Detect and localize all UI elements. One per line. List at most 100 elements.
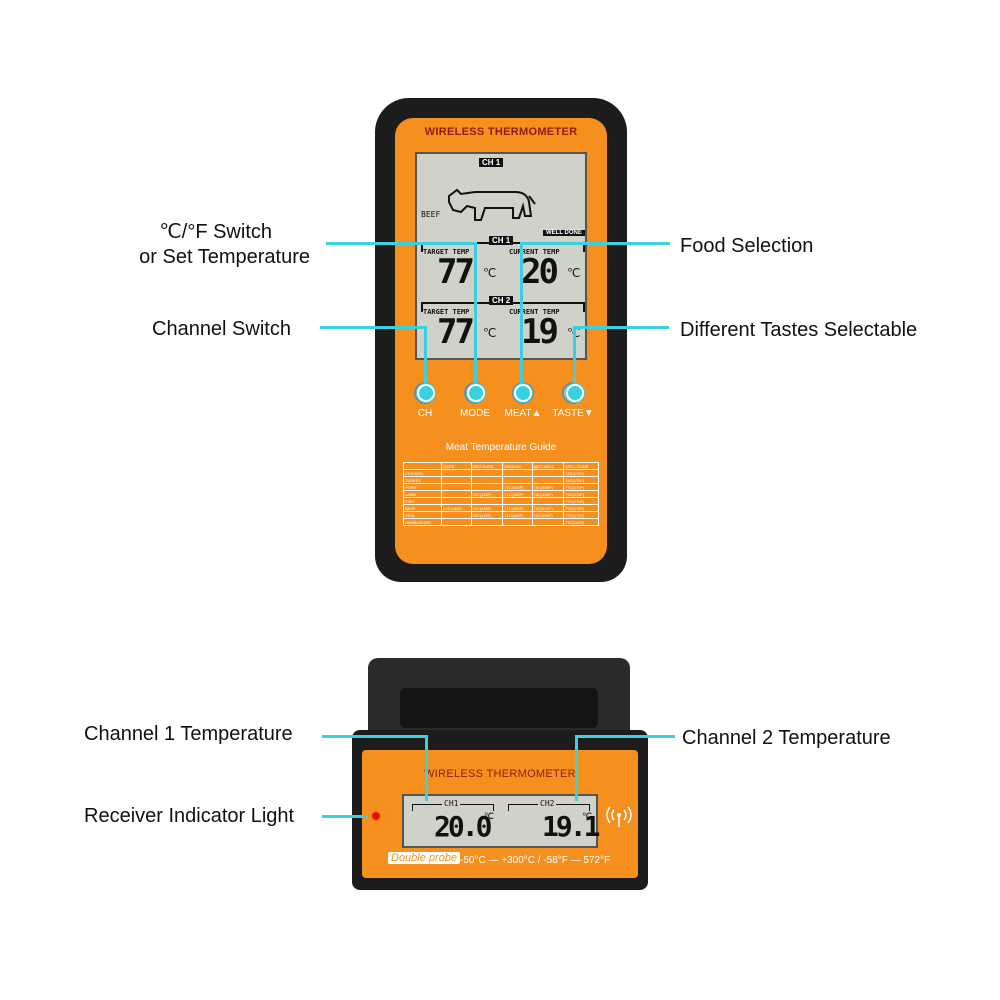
- cf-switch-line-vertical: [474, 242, 477, 390]
- ch2-current-label: CURRENT TEMP: [509, 308, 560, 316]
- receiver-indicator-light-icon: [372, 812, 380, 820]
- guide-cell: 77C(170F): [563, 504, 599, 512]
- channel2-line: [575, 735, 675, 738]
- guide-cell: 77C(170F): [563, 490, 599, 498]
- guide-cell: BEEF: [402, 504, 443, 512]
- guide-row: LAMB 63C(145F)71C(160F)74C(165F)77C(170F): [402, 490, 599, 498]
- guide-cell: [441, 497, 472, 505]
- guide-cell: 71C(160F): [563, 518, 599, 526]
- guide-cell: 74C(165F): [531, 490, 565, 498]
- ch2-target-label: TARGET TEMP: [423, 308, 470, 316]
- receiver-ch1-unit: ℃: [484, 812, 495, 822]
- taste-button-marker: [566, 384, 584, 402]
- receiver-brand: WIRELESS THERMOMETER: [424, 768, 576, 780]
- ch2-target-unit: ℃: [483, 326, 497, 340]
- guide-cell: [502, 497, 533, 505]
- ch2-current-value: 19: [521, 312, 559, 352]
- temperature-range: -50°C — +300°C / -58°F — 572°F: [460, 855, 611, 866]
- channel2-line-vertical: [575, 735, 578, 801]
- device-lcd: CH 1 BEEF WELL DONE CH 1 TARGET TEMP CUR…: [415, 152, 587, 360]
- guide-cell: [441, 511, 472, 519]
- receiver-ch1-label: CH1: [442, 799, 461, 808]
- food-selection-line: [520, 242, 670, 245]
- guide-cell: LAMB: [402, 490, 443, 498]
- receiver-ch2-unit: ℃: [582, 812, 593, 822]
- device-brand: WIRELESS THERMOMETER: [424, 126, 578, 138]
- guide-cell: HAMBURGER: [402, 518, 443, 526]
- receiver-ch2-label: CH2: [538, 799, 557, 808]
- guide-row: FISH 77C(170F): [402, 497, 599, 505]
- guide-cell: TURKEY: [402, 476, 443, 484]
- guide-row: VEAL 63C(145F)71C(160F)74C(165F)77C(170F): [402, 511, 599, 519]
- ch1-current-label: CURRENT TEMP: [509, 248, 560, 256]
- mode-button-marker: [467, 384, 485, 402]
- guide-cell: [531, 476, 565, 484]
- guide-cell: [470, 476, 504, 484]
- wireless-signal-icon: [606, 806, 632, 827]
- guide-cell: [502, 476, 533, 484]
- tastes-line: [573, 326, 669, 329]
- guide-cell: FISH: [402, 497, 443, 505]
- guide-cell: [441, 476, 472, 484]
- guide-cell: [470, 497, 504, 505]
- guide-cell: VEAL: [402, 511, 443, 519]
- guide-cell: 63C(145F): [470, 511, 504, 519]
- cf-switch-label-line2: or Set Temperature: [139, 246, 310, 268]
- guide-cell: 71C(160F): [502, 483, 533, 491]
- guide-cell: 74C(165F): [531, 483, 565, 491]
- meat-button-label: MEAT▲: [504, 408, 542, 419]
- taste-button-label: TASTE▼: [552, 408, 594, 419]
- guide-cell: RARE: [441, 462, 472, 470]
- guide-cell: MEDIUM: [502, 462, 533, 470]
- guide-row: HAMBURGER 71C(160F): [402, 518, 599, 526]
- ch-button-marker: [417, 384, 435, 402]
- lcd-doneness: WELL DONE: [543, 230, 585, 236]
- cf-switch-label-line1: ℃/°F Switch: [159, 221, 272, 243]
- channel-switch-line: [320, 326, 426, 329]
- guide-cell: 71C(160F): [502, 511, 533, 519]
- mode-button-label: MODE: [460, 408, 490, 419]
- receiver-light-label: Receiver Indicator Light: [84, 805, 295, 827]
- guide-cell: [402, 462, 443, 470]
- guide-cell: 77C(170F): [563, 497, 599, 505]
- ch1-target-value: 77: [437, 252, 475, 292]
- receiver-lcd: CH1 20.0 ℃ CH2 19.1 ℃: [402, 794, 600, 848]
- receiver-slot: [400, 688, 598, 728]
- cf-switch-line: [326, 242, 476, 245]
- guide-cell: 74C(165F): [531, 511, 565, 519]
- guide-cell: 71C(160F): [502, 490, 533, 498]
- guide-cell: [441, 469, 472, 477]
- food-selection-line-vertical: [520, 242, 523, 390]
- lcd-food: BEEF: [421, 210, 441, 219]
- guide-cell: 63C(145F): [470, 490, 504, 498]
- guide-cell: WELL DONE: [563, 462, 599, 470]
- lcd-ch1-tag: CH 1: [489, 236, 514, 245]
- guide-cell: PORK: [402, 483, 443, 491]
- guide-row: PORK 71C(160F)74C(165F)77C(170F): [402, 483, 599, 491]
- ch1-target-unit: ℃: [483, 266, 497, 280]
- tastes-line-vertical: [573, 326, 576, 390]
- lcd-top-channel: CH 1: [479, 158, 504, 167]
- channel1-temp-label: Channel 1 Temperature: [84, 723, 293, 745]
- guide-cell: 63C(145F): [470, 504, 504, 512]
- guide-cell: [502, 518, 533, 526]
- guide-cell: [531, 497, 565, 505]
- ch1-current-value: 20: [521, 252, 559, 292]
- ch-button-label: CH: [417, 408, 433, 419]
- different-tastes-label: Different Tastes Selectable: [680, 319, 918, 341]
- channel-switch-line-vertical: [424, 326, 427, 390]
- guide-cell: 77C(170F): [563, 511, 599, 519]
- guide-cell: 77C(170F): [563, 483, 599, 491]
- receiver-ch2-value: 19.1: [542, 810, 600, 843]
- guide-cell: [441, 483, 472, 491]
- channel2-temp-label: Channel 2 Temperature: [682, 727, 891, 749]
- channel1-line-vertical: [425, 735, 428, 801]
- double-probe-badge: Double probe: [388, 852, 461, 864]
- channel-switch-label: Channel Switch: [152, 318, 291, 340]
- ch1-current-unit: ℃: [567, 266, 581, 280]
